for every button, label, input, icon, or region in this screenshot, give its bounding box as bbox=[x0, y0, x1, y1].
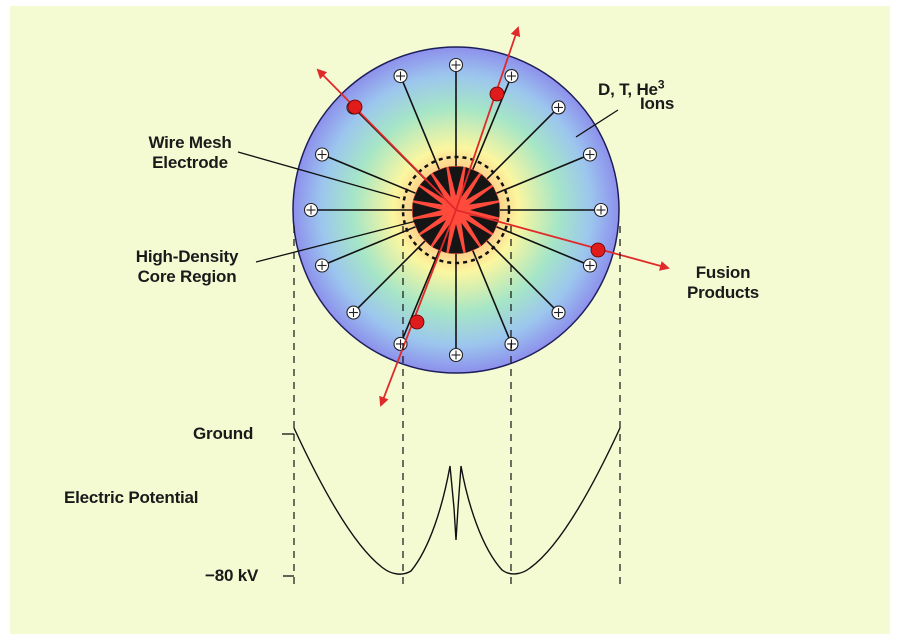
potential-curve bbox=[293, 427, 621, 575]
fusion-product-dots bbox=[347, 86, 606, 330]
circled-plus-icon bbox=[504, 68, 519, 84]
triangle-spike-icon bbox=[412, 202, 442, 218]
projection-lines bbox=[293, 226, 621, 588]
electric-potential-label: Electric Potential bbox=[64, 488, 199, 507]
core-region-label-line2: Core Region bbox=[137, 267, 237, 286]
electrode-spikes bbox=[412, 166, 500, 254]
inner-grid-electrode bbox=[401, 155, 511, 265]
triangle-spike-icon bbox=[420, 219, 447, 246]
fusion-products-label-line1: Fusion bbox=[695, 263, 751, 282]
arrow-down-left bbox=[379, 209, 457, 407]
triangle-spike-icon bbox=[465, 219, 492, 246]
triangle-spike-icon bbox=[470, 202, 500, 218]
arrow-right bbox=[455, 209, 670, 271]
wire-mesh-label-line1: Wire Mesh bbox=[148, 133, 232, 152]
triangle-spike-icon bbox=[461, 222, 480, 253]
triangle-spike-icon bbox=[448, 166, 464, 196]
red-dot-icon bbox=[590, 242, 606, 258]
triangle-spike-icon bbox=[465, 174, 492, 201]
leader-core bbox=[255, 219, 421, 263]
triangle-spike-icon bbox=[413, 215, 444, 234]
arrow-up-left bbox=[316, 68, 457, 211]
core-region-label: High-Density Core Region bbox=[118, 247, 256, 287]
circled-plus-icon bbox=[346, 305, 361, 320]
red-dot-icon bbox=[409, 314, 425, 330]
ground-label: Ground bbox=[193, 424, 254, 443]
circled-plus-icon bbox=[314, 147, 330, 162]
circled-plus-icon bbox=[593, 202, 609, 218]
triangle-spike-icon bbox=[432, 222, 451, 253]
circled-plus-icon bbox=[582, 258, 598, 273]
circled-plus-icon bbox=[448, 57, 464, 73]
triangle-spike-icon bbox=[448, 224, 464, 254]
triangle-spike-icon bbox=[432, 167, 451, 198]
ions-label-line2: Ions bbox=[640, 94, 675, 113]
triangle-spike-icon bbox=[468, 186, 499, 205]
circled-plus-icon bbox=[582, 147, 598, 162]
wire-mesh-label: Wire Mesh Electrode bbox=[128, 133, 252, 173]
circled-plus-icon bbox=[314, 258, 330, 273]
triangle-spike-icon bbox=[413, 186, 444, 205]
leader-ions bbox=[575, 109, 619, 138]
leader-lines bbox=[237, 109, 619, 263]
ions-label: D, T, He3 bbox=[598, 77, 665, 99]
voltage-min-label: −80 kV bbox=[205, 566, 259, 585]
fusion-products-label-line2: Products bbox=[686, 283, 760, 302]
fusion-product-arrows bbox=[316, 26, 670, 407]
red-dot-icon bbox=[489, 86, 505, 102]
red-dot-icon bbox=[347, 99, 363, 115]
arrow-up-right bbox=[455, 26, 521, 211]
circled-plus-icon bbox=[551, 305, 566, 320]
wire-mesh-label-line2: Electrode bbox=[152, 153, 228, 172]
circled-plus-icon bbox=[551, 100, 566, 115]
fusion-products-label: Fusion Products bbox=[676, 263, 770, 303]
leader-wire-mesh bbox=[237, 151, 401, 199]
triangle-spike-icon bbox=[461, 167, 480, 198]
circled-plus-icon bbox=[448, 347, 464, 363]
circled-plus-icon bbox=[393, 68, 408, 84]
core-region-label-line1: High-Density bbox=[135, 247, 239, 266]
circled-plus-icon bbox=[303, 202, 319, 218]
